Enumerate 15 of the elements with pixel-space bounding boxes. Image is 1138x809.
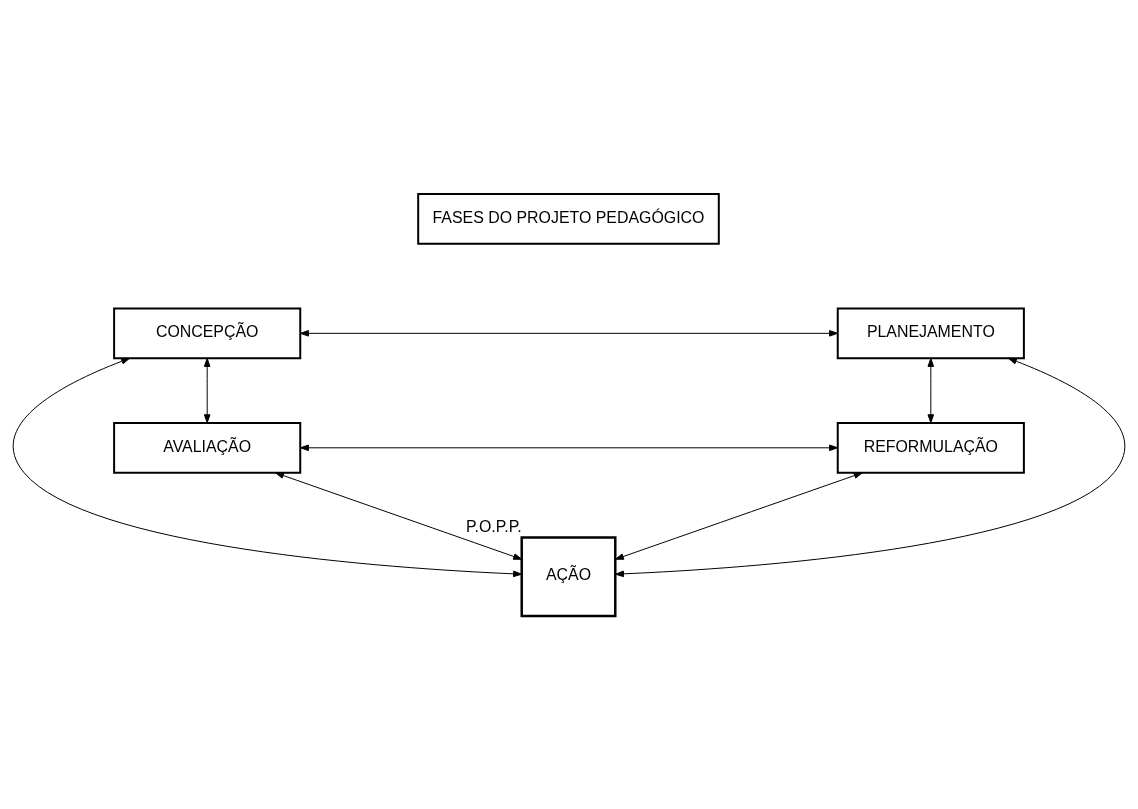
node-box: AÇÃO — [520, 535, 617, 617]
node-box: FASES DO PROJETO PEDAGÓGICO — [417, 192, 720, 245]
node-box: REFORMULAÇÃO — [836, 421, 1025, 474]
arrow — [927, 357, 935, 423]
arrow — [614, 471, 863, 560]
arrow — [299, 444, 839, 451]
arrow — [203, 357, 211, 423]
arrow — [275, 471, 523, 560]
arrow — [615, 357, 1126, 577]
node-box: PLANEJAMENTO — [836, 306, 1025, 359]
arrow — [12, 357, 523, 577]
node-label: P.O.P.P. — [465, 517, 522, 535]
node-box: CONCEPÇÃO — [113, 306, 302, 359]
arrow — [299, 329, 839, 337]
node-box: AVALIAÇÃO — [113, 421, 302, 474]
